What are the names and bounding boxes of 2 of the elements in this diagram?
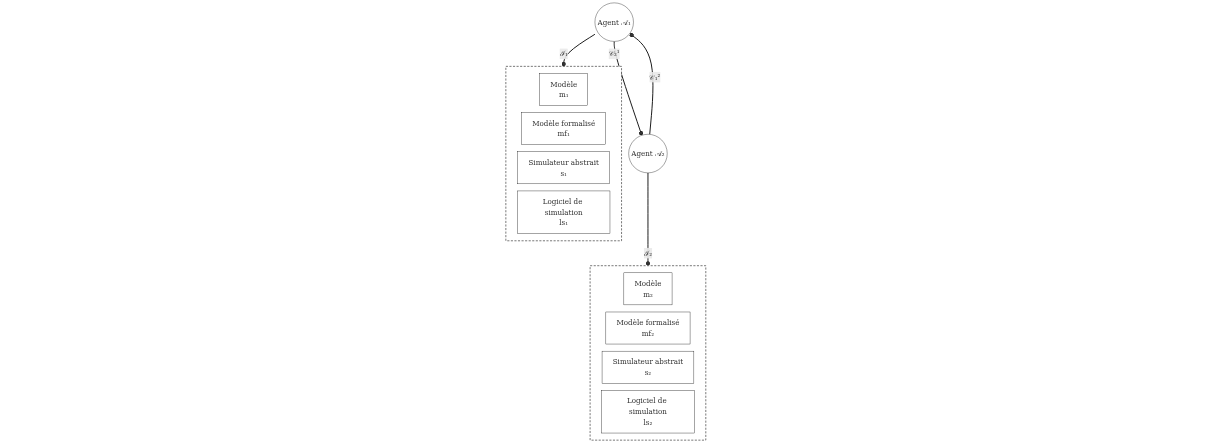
- cluster: [505, 66, 622, 242]
- cluster: [589, 265, 706, 441]
